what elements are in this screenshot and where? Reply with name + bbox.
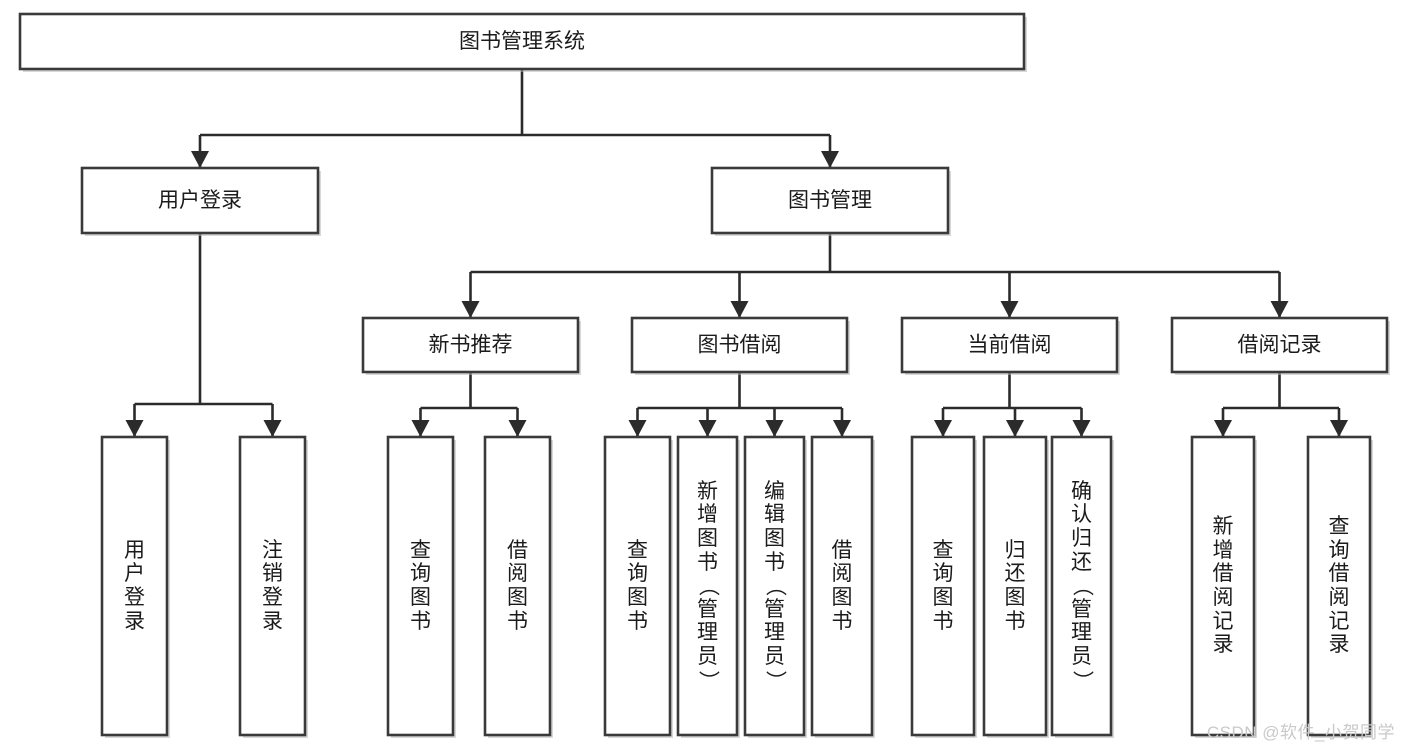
node-box-new-book-recommend[interactable]	[361, 316, 580, 374]
node-label-book-manage: 图书管理	[788, 189, 872, 212]
arrow-head-icon	[1072, 420, 1091, 437]
node-box-leaf-edit-book-admin[interactable]	[743, 435, 806, 737]
node-label-current-borrow: 当前借阅	[968, 334, 1052, 357]
arrow-head-icon	[461, 301, 480, 318]
arrow-head-icon	[821, 151, 839, 168]
arrow-head-icon	[411, 420, 430, 437]
node-box-leaf-query-book-recommend[interactable]	[386, 435, 455, 737]
arrow-head-icon	[125, 420, 144, 437]
arrow-head-icon	[730, 301, 749, 318]
arrow-head-icon	[698, 420, 717, 437]
node-box-book-manage[interactable]	[710, 166, 950, 235]
arrow-head-icon	[934, 420, 952, 437]
node-box-leaf-query-borrow-record[interactable]	[1306, 435, 1372, 737]
node-box-root[interactable]	[18, 12, 1026, 71]
node-label-root: 图书管理系统	[459, 30, 585, 53]
node-box-current-borrow[interactable]	[900, 316, 1119, 374]
node-box-leaf-borrow-book-recommend[interactable]	[483, 435, 552, 737]
arrow-head-icon	[833, 420, 851, 437]
node-box-borrow-record[interactable]	[1170, 316, 1389, 374]
node-box-leaf-logout[interactable]	[238, 435, 307, 737]
node-box-leaf-add-borrow-record[interactable]	[1190, 435, 1256, 737]
arrow-head-icon	[263, 420, 282, 437]
node-box-leaf-add-book-admin[interactable]	[676, 435, 739, 737]
arrow-head-icon	[508, 420, 527, 437]
node-box-leaf-query-book-borrow[interactable]	[603, 435, 672, 737]
node-label-book-borrow: 图书借阅	[698, 334, 782, 357]
arrow-head-icon	[1000, 301, 1019, 318]
arrow-head-icon	[765, 420, 784, 437]
node-box-leaf-borrow-book[interactable]	[810, 435, 874, 737]
arrow-head-icon	[191, 151, 209, 168]
arrow-head-icon	[1270, 301, 1289, 318]
node-box-book-borrow[interactable]	[630, 316, 849, 374]
node-label-borrow-record: 借阅记录	[1238, 334, 1322, 357]
node-box-leaf-user-login[interactable]	[100, 435, 169, 737]
node-label-user-login: 用户登录	[158, 189, 242, 212]
arrow-head-icon	[628, 420, 647, 437]
connectors-layer	[125, 69, 1348, 437]
node-box-leaf-query-book-current[interactable]	[910, 435, 976, 737]
boxes-layer	[18, 12, 1390, 738]
arrow-head-icon	[1330, 420, 1348, 437]
csdn-watermark: CSDN @软件_小贺同学	[1206, 723, 1395, 742]
node-label-new-book-recommend: 新书推荐	[429, 334, 513, 357]
node-box-leaf-confirm-return-admin[interactable]	[1050, 435, 1113, 737]
node-box-user-login[interactable]	[80, 166, 320, 235]
arrow-head-icon	[1006, 420, 1024, 437]
node-box-leaf-return-book[interactable]	[982, 435, 1048, 737]
arrow-head-icon	[1214, 420, 1232, 437]
